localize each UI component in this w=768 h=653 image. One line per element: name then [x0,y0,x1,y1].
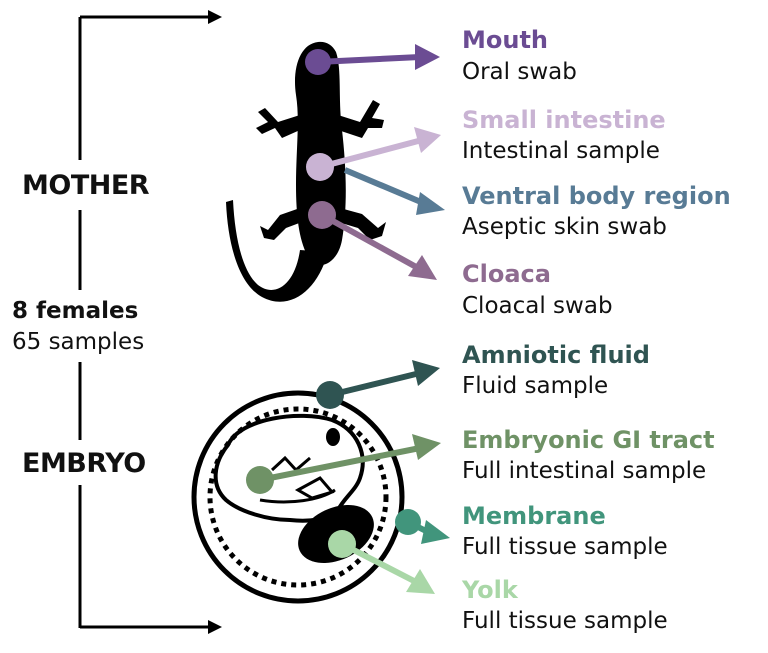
arrow-yolk [328,530,435,594]
top-arrow-icon [208,10,222,24]
site-name-cloaca: Cloaca [462,260,551,288]
arrow-ventral [343,167,445,215]
lizard-icon [226,41,386,302]
site-name-gi: Embryonic GI tract [462,426,715,454]
arrow-amniotic [316,360,440,409]
egg-embryo-icon [191,390,405,604]
site-desc-ventral: Aseptic skin swab [462,214,667,240]
mother-label: MOTHER [22,170,150,201]
group-bracket [78,10,222,634]
site-name-amniotic: Amniotic fluid [462,341,650,369]
arrow-small-intestine [306,127,441,181]
site-name-ventral: Ventral body region [462,182,731,210]
embryo-label: EMBRYO [22,448,146,479]
arrow-cloaca [308,201,437,280]
arrow-gi [246,434,441,494]
arrow-membrane [395,509,450,544]
site-desc-membrane: Full tissue sample [462,534,668,560]
site-desc-amniotic: Fluid sample [462,373,609,399]
site-desc-mouth: Oral swab [462,59,577,85]
sample-arrows [246,44,450,594]
site-desc-yolk: Full tissue sample [462,608,668,634]
females-count: 8 females [12,298,139,324]
site-name-mouth: Mouth [462,26,549,54]
site-name-small-intestine: Small intestine [462,106,666,134]
site-name-yolk: Yolk [462,576,518,604]
site-desc-cloaca: Cloacal swab [462,293,613,319]
arrow-mouth [305,44,440,75]
site-desc-gi: Full intestinal sample [462,458,707,484]
site-name-membrane: Membrane [462,502,606,530]
site-desc-small-intestine: Intestinal sample [462,138,660,164]
samples-count: 65 samples [12,329,145,355]
bottom-arrow-icon [208,620,222,634]
